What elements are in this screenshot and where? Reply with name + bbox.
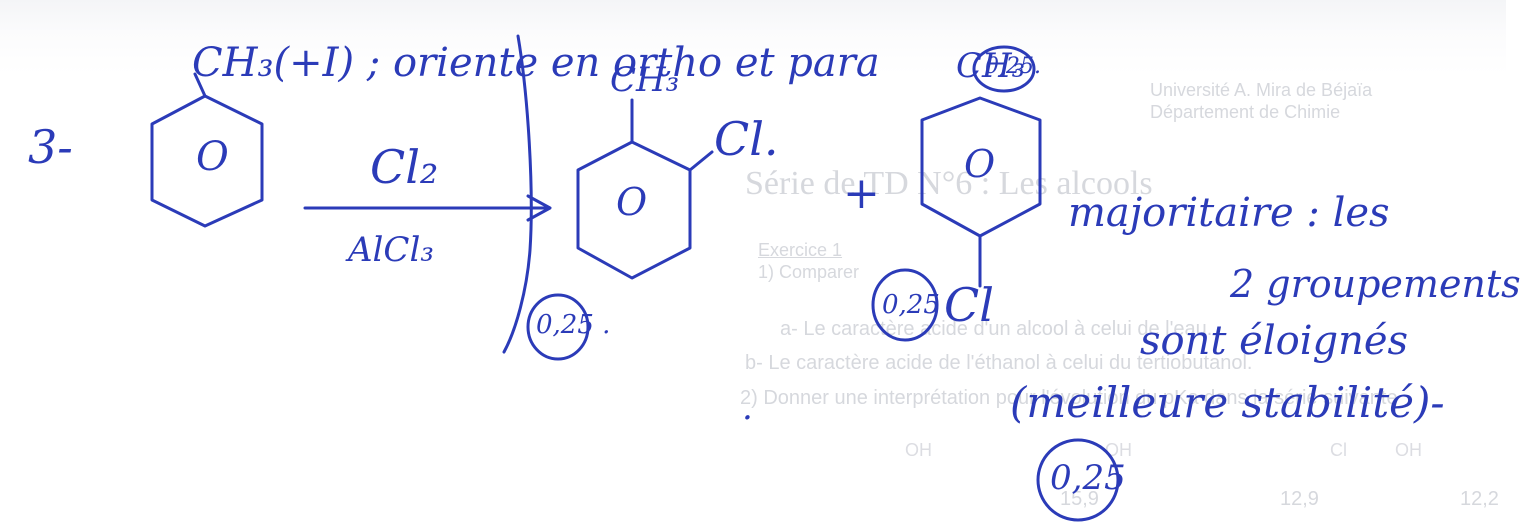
score-circle-top <box>972 45 1036 93</box>
ghost-pka-3: 12,2 <box>1460 488 1499 510</box>
hand-top-line: CH₃(+I) ; oriente en ortho et para <box>192 40 880 86</box>
reaction-arrowhead <box>526 194 552 222</box>
ghost-oh-3: OH <box>1395 440 1422 460</box>
ghost-cl: Cl <box>1330 440 1347 460</box>
hand-note-line-2: 2 groupements <box>1230 262 1521 306</box>
ghost-compare: 1) Comparer <box>758 262 860 282</box>
ghost-oh-2: OH <box>1105 440 1132 460</box>
ghost-department: Département de Chimie <box>1150 102 1341 122</box>
ghost-university: Université A. Mira de Béjaïa <box>1150 80 1373 100</box>
ortho-cl-bond <box>688 150 714 172</box>
hand-note-line-1: majoritaire : les <box>1068 190 1390 236</box>
hand-item-number: 3- <box>28 120 73 174</box>
ghost-pka-1: 15,9 <box>1060 488 1099 510</box>
hand-stray-dot: . <box>742 388 753 428</box>
hand-reagent-alcl3: AlCl₃ <box>348 230 434 270</box>
hand-ortho-cl: Cl. <box>714 112 779 166</box>
toluene-ring <box>150 94 264 228</box>
toluene-ring-label: O <box>196 134 229 180</box>
hand-note-line-3: sont éloignés <box>1140 318 1409 364</box>
hand-score-top: 0,25. <box>985 54 1041 79</box>
hand-ortho-ch3: CH₃ <box>610 60 680 100</box>
score-circle-note <box>1036 438 1120 522</box>
ghost-line-2: b- Le caractère acide de l'éthanol à cel… <box>745 352 1253 374</box>
hand-para-cl: Cl <box>944 278 994 332</box>
ortho-ring-label: O <box>616 180 648 224</box>
toluene-ch3-bond <box>193 72 207 98</box>
ghost-oh-1: OH <box>905 440 932 460</box>
para-ring-label: O <box>964 142 996 186</box>
hand-score-ortho: 0,25 . <box>536 310 611 340</box>
hand-score-note: 0,25 <box>1050 458 1126 498</box>
hand-note-line-4: (meilleure stabilité)- <box>1010 378 1445 427</box>
hand-score-para: 0,25 <box>882 290 940 320</box>
hand-reagent-cl2: Cl₂ <box>370 140 439 194</box>
ghost-pka-2: 12,9 <box>1280 488 1319 510</box>
score-circle-para <box>871 268 939 342</box>
ghost-line-3: 2) Donner une interprétation pour l'évol… <box>740 387 1398 409</box>
ghost-series-title: Série de TD N°6 : Les alcools <box>745 165 1153 202</box>
reaction-bracket <box>502 34 533 354</box>
ghost-exercise: Exercice 1 <box>758 240 843 260</box>
score-circle-ortho <box>526 293 590 361</box>
hand-plus: + <box>843 168 880 219</box>
hand-para-ch3: CH₃ <box>956 46 1026 86</box>
